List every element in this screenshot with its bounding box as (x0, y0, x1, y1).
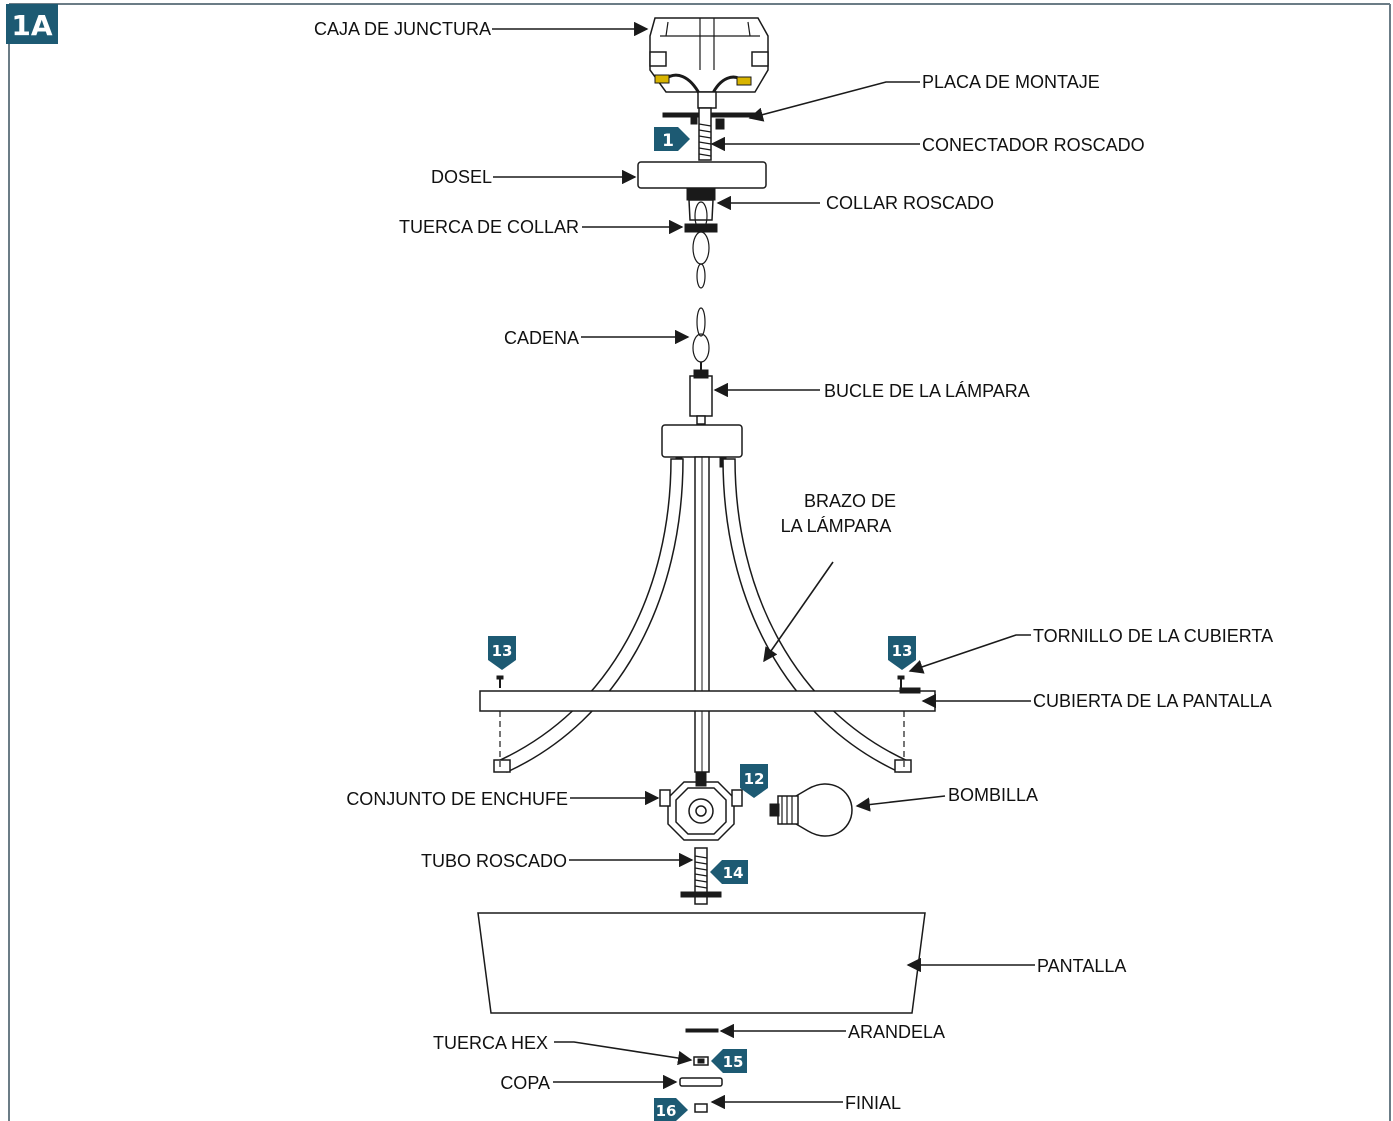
finial (694, 1103, 708, 1113)
cover-screw-left (496, 675, 504, 688)
label-copa: COPA (500, 1073, 550, 1093)
label-finial: FINIAL (845, 1093, 901, 1113)
fixture-body-cap (661, 424, 743, 458)
label-pantalla: PANTALLA (1037, 956, 1126, 976)
label-brazo-line2: LA LÁMPARA (781, 516, 892, 536)
leader-lines (492, 21, 1035, 1110)
label-bombilla: BOMBILLA (948, 785, 1038, 805)
label-dosel: DOSEL (431, 167, 492, 187)
step-badge-13-left: 13 (488, 636, 516, 670)
step-badge-16: 16 (654, 1098, 688, 1121)
threaded-connector (698, 107, 712, 161)
svg-text:13: 13 (892, 642, 913, 660)
label-tuerca-hex: TUERCA HEX (433, 1033, 548, 1053)
label-tuerca-de-collar: TUERCA DE COLLAR (399, 217, 579, 237)
washer (685, 1028, 719, 1033)
figure-border (8, 3, 1391, 1121)
step-badge-13-right: 13 (888, 636, 916, 670)
chain-lower (692, 307, 710, 378)
step-badge-12: 12 (740, 764, 768, 798)
svg-text:16: 16 (656, 1102, 677, 1120)
svg-text:12: 12 (744, 770, 765, 788)
center-rods (675, 456, 727, 773)
label-cubierta-de-la-pantalla: CUBIERTA DE LA PANTALLA (1033, 691, 1272, 711)
label-conectador-roscado: CONECTADOR ROSCADO (922, 135, 1145, 155)
label-collar-roscado: COLLAR ROSCADO (826, 193, 994, 213)
svg-text:15: 15 (723, 1053, 744, 1071)
canopy (637, 161, 767, 189)
threaded-tube (680, 847, 722, 905)
labels: CAJA DE JUNCTURA PLACA DE MONTAJE CONECT… (314, 19, 1273, 1113)
threaded-collar (686, 187, 716, 221)
cover-screw-right (897, 675, 905, 688)
label-arandela: ARANDELA (848, 1022, 945, 1042)
label-tornillo-de-la-cubierta: TORNILLO DE LA CUBIERTA (1033, 626, 1273, 646)
label-conjunto-de-enchufe: CONJUNTO DE ENCHUFE (346, 789, 568, 809)
chain-upper (692, 201, 710, 289)
svg-text:14: 14 (723, 864, 744, 882)
step-badge-1: 1 (654, 127, 690, 151)
junction-box (649, 17, 769, 109)
fixture-loop (689, 369, 713, 425)
shade (477, 912, 926, 1014)
label-cadena: CADENA (504, 328, 579, 348)
label-placa-de-montaje: PLACA DE MONTAJE (922, 72, 1100, 92)
label-bucle-de-la-lampara: BUCLE DE LA LÁMPARA (824, 381, 1030, 401)
label-brazo-line1: BRAZO DE (804, 491, 896, 511)
svg-text:1: 1 (662, 131, 674, 151)
light-bulb (769, 783, 853, 837)
figure-id-text: 1A (11, 9, 52, 42)
socket-assembly (659, 771, 743, 841)
figure-id-badge: 1A (6, 4, 58, 44)
svg-text:13: 13 (492, 642, 513, 660)
cup (679, 1077, 723, 1087)
collar-nut (684, 223, 718, 233)
step-badge-15: 15 (711, 1049, 747, 1073)
label-tubo-roscado: TUBO ROSCADO (421, 851, 567, 871)
label-caja-de-junctura: CAJA DE JUNCTURA (314, 19, 491, 39)
step-badge-14: 14 (710, 860, 748, 884)
hex-nut (693, 1056, 709, 1066)
